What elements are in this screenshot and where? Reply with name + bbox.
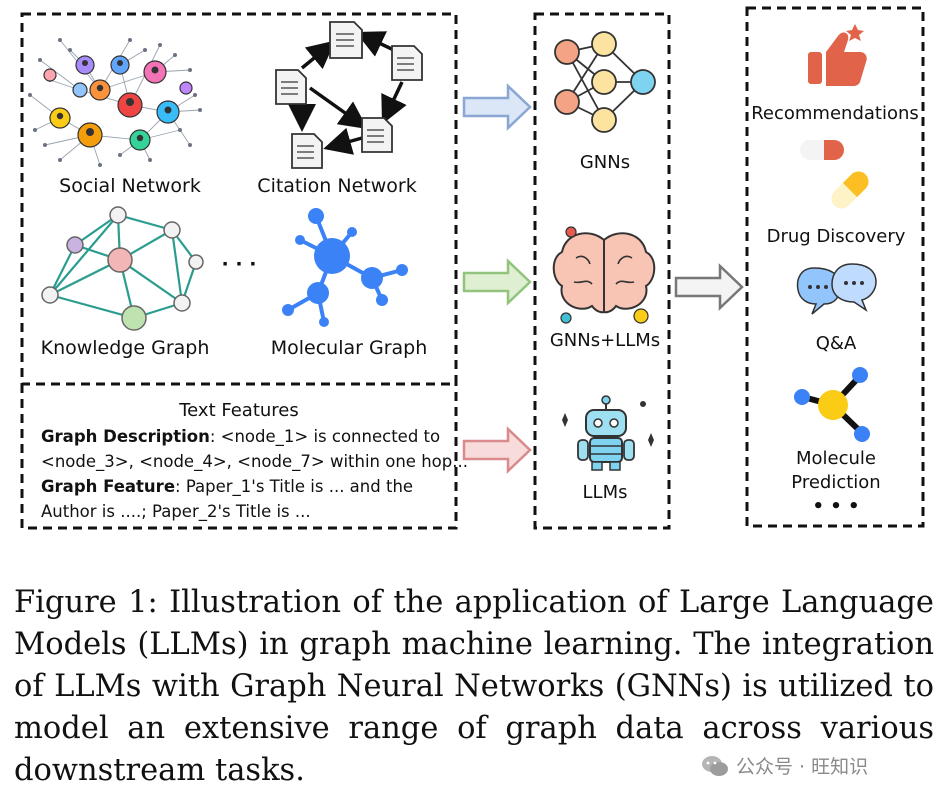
green-arrow [462,258,532,306]
graph-data-panel: Social Network [20,12,468,530]
social-network-icon [28,38,202,167]
llms-label: LLMs [583,482,628,503]
tasks-ellipsis: • • • [812,496,859,517]
citation-network-icon [275,21,423,169]
molecular-graph-icon [282,208,408,327]
tasks-panel: Recommendations Drug Discovery Q&A [745,6,925,528]
drug-discovery-label: Drug Discovery [767,226,906,247]
knowledge-graph-icon [41,206,204,331]
wechat-icon [702,755,728,776]
text-features-title: Text Features [178,400,299,421]
blue-arrow [462,83,532,131]
thumbs-up-icon [808,24,867,86]
chat-bubbles-icon [796,263,877,315]
gnns-label: GNNs [580,152,630,173]
graph-feature-text: : Paper_1's Title is ... and the [175,477,413,497]
citation-network-label: Citation Network [257,175,416,197]
watermark: 公众号 · 旺知识 [700,752,868,779]
graph-feature-label: Graph Feature [41,477,175,496]
graph-types-ellipsis: · · · [222,253,257,275]
graph-description-text: : <node_1> is connected to [210,427,440,447]
red-arrow [462,426,532,474]
gnns-llms-label: GNNs+LLMs [550,330,660,351]
text-features-line-2: <node_3>, <node_4>, <node_7> within one … [41,452,468,472]
figure-illustration: Social Network [20,6,925,530]
knowledge-graph-label: Knowledge Graph [41,337,210,359]
text-features-line-1: Graph Description: <node_1> is connected… [41,427,440,447]
robot-icon [562,395,654,471]
recommendations-label: Recommendations [751,103,919,124]
pill-icon [800,140,869,209]
molecule-label-line-2: Prediction [791,472,880,493]
social-network-label: Social Network [59,175,201,197]
molecule-icon [794,367,870,442]
figure-caption: Figure 1: Illustration of the applicatio… [14,585,934,788]
text-features-panel: Text Features Graph Description: <node_1… [41,400,468,522]
watermark-text: 公众号 · 旺知识 [736,756,869,778]
text-features-line-3: Graph Feature: Paper_1's Title is ... an… [41,477,413,497]
molecular-graph-label: Molecular Graph [271,337,428,359]
molecule-label-line-1: Molecule [796,448,876,469]
brain-icon [552,226,656,324]
models-panel: GNNs GNNs+LLMs [533,12,671,530]
graph-description-label: Graph Description [41,427,210,446]
gnn-network-icon [554,31,656,133]
text-features-line-4: Author is ....; Paper_2's Title is ... [41,502,311,522]
gray-arrow [674,263,744,311]
qa-label: Q&A [816,333,857,354]
